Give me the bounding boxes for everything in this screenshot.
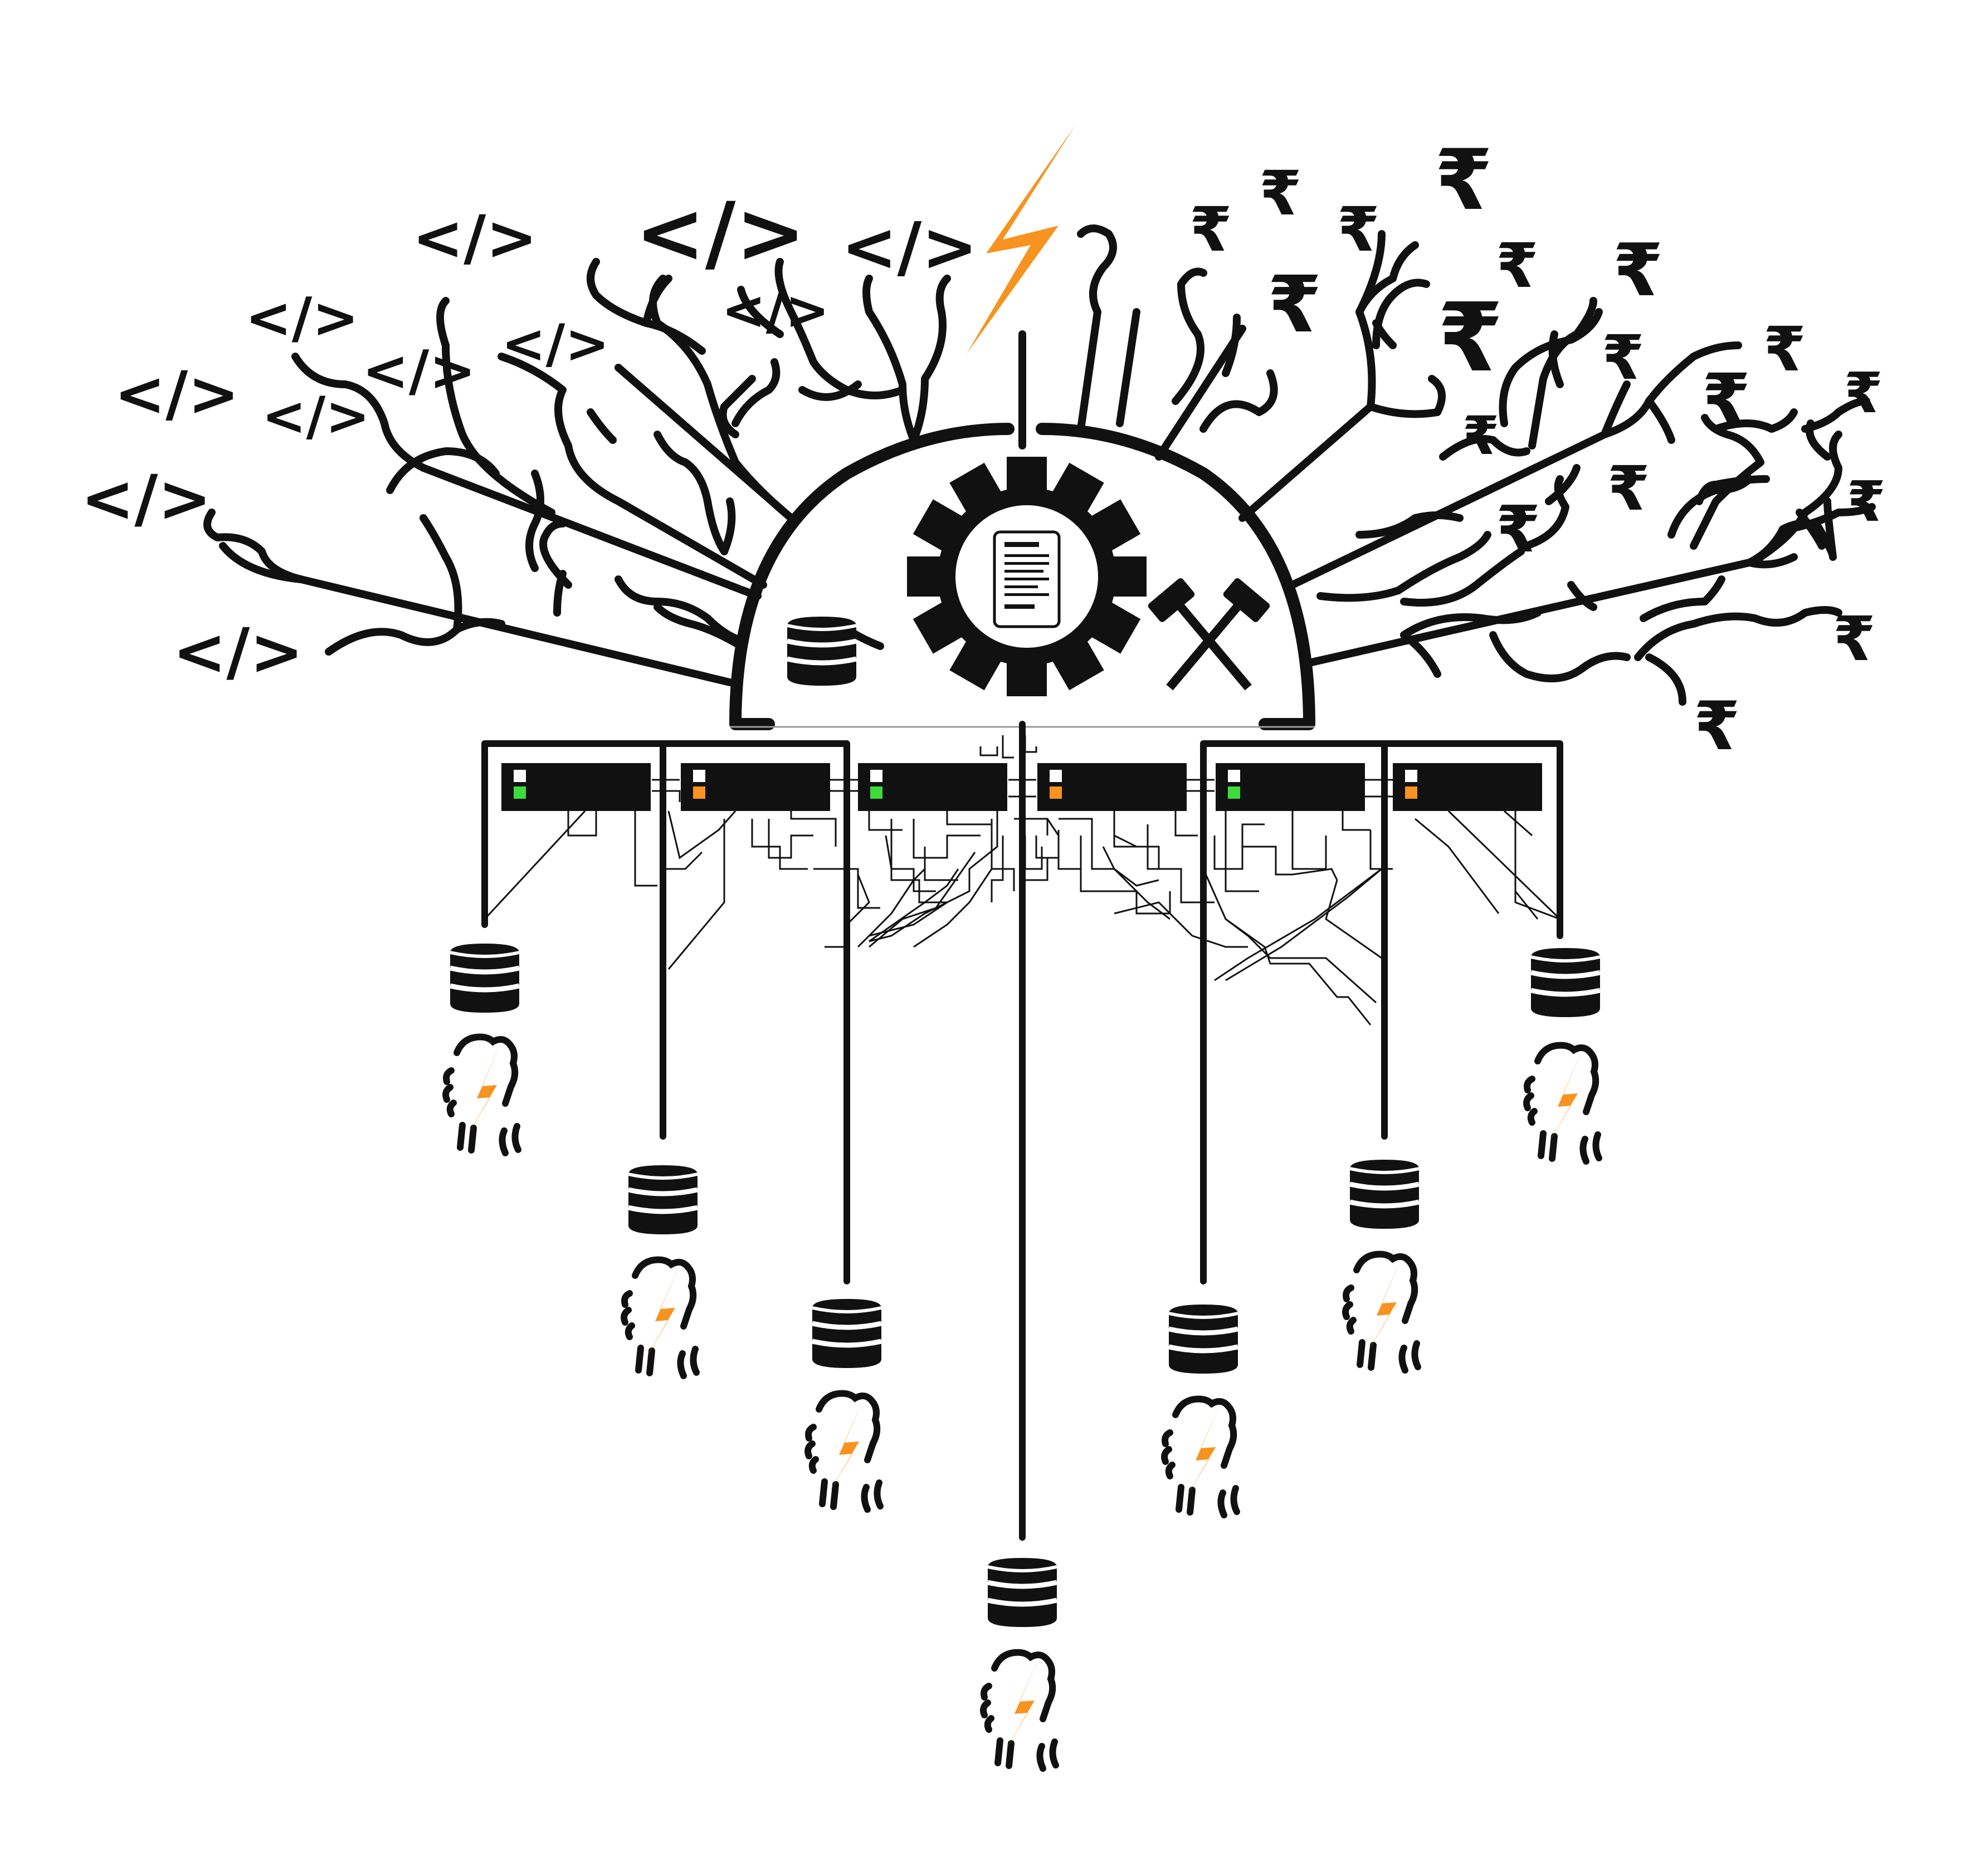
lightning-bolt-icon: [967, 125, 1075, 354]
database-icon: [628, 1165, 698, 1234]
status-indicator: [1405, 786, 1417, 799]
node: [1345, 1160, 1419, 1370]
node: [446, 944, 519, 1153]
database-icon: [812, 1299, 881, 1368]
code-symbol: </>: [721, 280, 830, 341]
database-icon: [1350, 1160, 1419, 1229]
code-symbol: </>: [841, 209, 978, 286]
rupee-symbol: ₹: [1496, 492, 1540, 567]
right-branch-network: [1077, 224, 1876, 706]
fist-lightning-icon: [1527, 1044, 1599, 1161]
database-icon: [1531, 948, 1600, 1017]
database-icon: [988, 1558, 1057, 1627]
status-indicator: [870, 770, 882, 782]
rupee-symbol: ₹: [1435, 132, 1493, 229]
rupee-symbol: ₹: [1833, 603, 1876, 675]
code-symbols: </> </> </> </> </> </> </> </> </> </> …: [81, 185, 978, 690]
status-indicator: [870, 786, 882, 799]
code-symbol: </>: [173, 615, 304, 690]
code-symbol: </>: [262, 386, 370, 447]
database-icon: [787, 617, 856, 686]
rupee-symbol: ₹: [1189, 194, 1232, 265]
node: [983, 1558, 1057, 1768]
code-symbol: </>: [635, 185, 806, 282]
fist-lightning-icon: [1164, 1398, 1237, 1515]
status-indicator: [1050, 786, 1062, 799]
crossed-hammers-icon: [1148, 578, 1270, 691]
code-symbol: </>: [501, 314, 609, 375]
code-symbol: </>: [114, 358, 240, 429]
node: [624, 1165, 698, 1376]
fist-lightning-icon: [446, 1036, 518, 1153]
code-symbol: </>: [412, 202, 538, 273]
status-indicator: [1228, 770, 1240, 782]
rupee-symbol: ₹: [1602, 322, 1645, 393]
gear-icon: [907, 457, 1147, 696]
currency-symbols: ₹ ₹ ₹ ₹ ₹ ₹ ₹ ₹ ₹ ₹ ₹ ₹ ₹ ₹ ₹ ₹ ₹ ₹: [1189, 132, 1886, 765]
database-icon: [1169, 1305, 1238, 1374]
rupee-symbol: ₹: [1694, 688, 1740, 765]
rupee-symbol: ₹: [1763, 314, 1806, 385]
rupee-symbol: ₹: [1267, 260, 1321, 350]
fist-lightning-icon: [1345, 1253, 1418, 1370]
rupee-symbol: ₹: [1847, 469, 1886, 534]
status-indicator: [1405, 770, 1417, 782]
document-icon: [993, 530, 1061, 628]
node: [1527, 948, 1600, 1161]
database-icon: [450, 944, 519, 1013]
code-symbol: </>: [245, 285, 359, 350]
rupee-symbol: ₹: [1607, 453, 1650, 524]
central-dome: [729, 423, 1315, 730]
status-indicator: [514, 786, 526, 799]
fist-lightning-icon: [983, 1652, 1056, 1768]
code-symbol: </>: [81, 462, 212, 536]
left-branch-network: [203, 258, 951, 686]
status-indicator: [693, 786, 705, 799]
fist-lightning-icon: [808, 1393, 880, 1509]
wiring: [567, 735, 1539, 1025]
rupee-symbol: ₹: [1613, 228, 1663, 312]
rupee-symbol: ₹: [1462, 406, 1499, 467]
rupee-symbol: ₹: [1337, 194, 1380, 265]
rupee-symbol: ₹: [1259, 158, 1302, 229]
rupee-symbol: ₹: [1496, 230, 1539, 301]
rupee-symbol: ₹: [1437, 283, 1503, 393]
rupee-symbol: ₹: [1844, 360, 1883, 426]
code-symbol: </>: [362, 338, 476, 403]
server-rack: [481, 721, 1563, 1541]
status-indicator: [1228, 786, 1240, 799]
status-indicator: [514, 770, 526, 782]
status-indicator: [1050, 770, 1062, 782]
node: [808, 1299, 881, 1509]
status-indicator: [693, 770, 705, 782]
fist-lightning-icon: [624, 1259, 696, 1376]
rupee-symbol: ₹: [1702, 359, 1750, 440]
node: [1164, 1305, 1238, 1515]
